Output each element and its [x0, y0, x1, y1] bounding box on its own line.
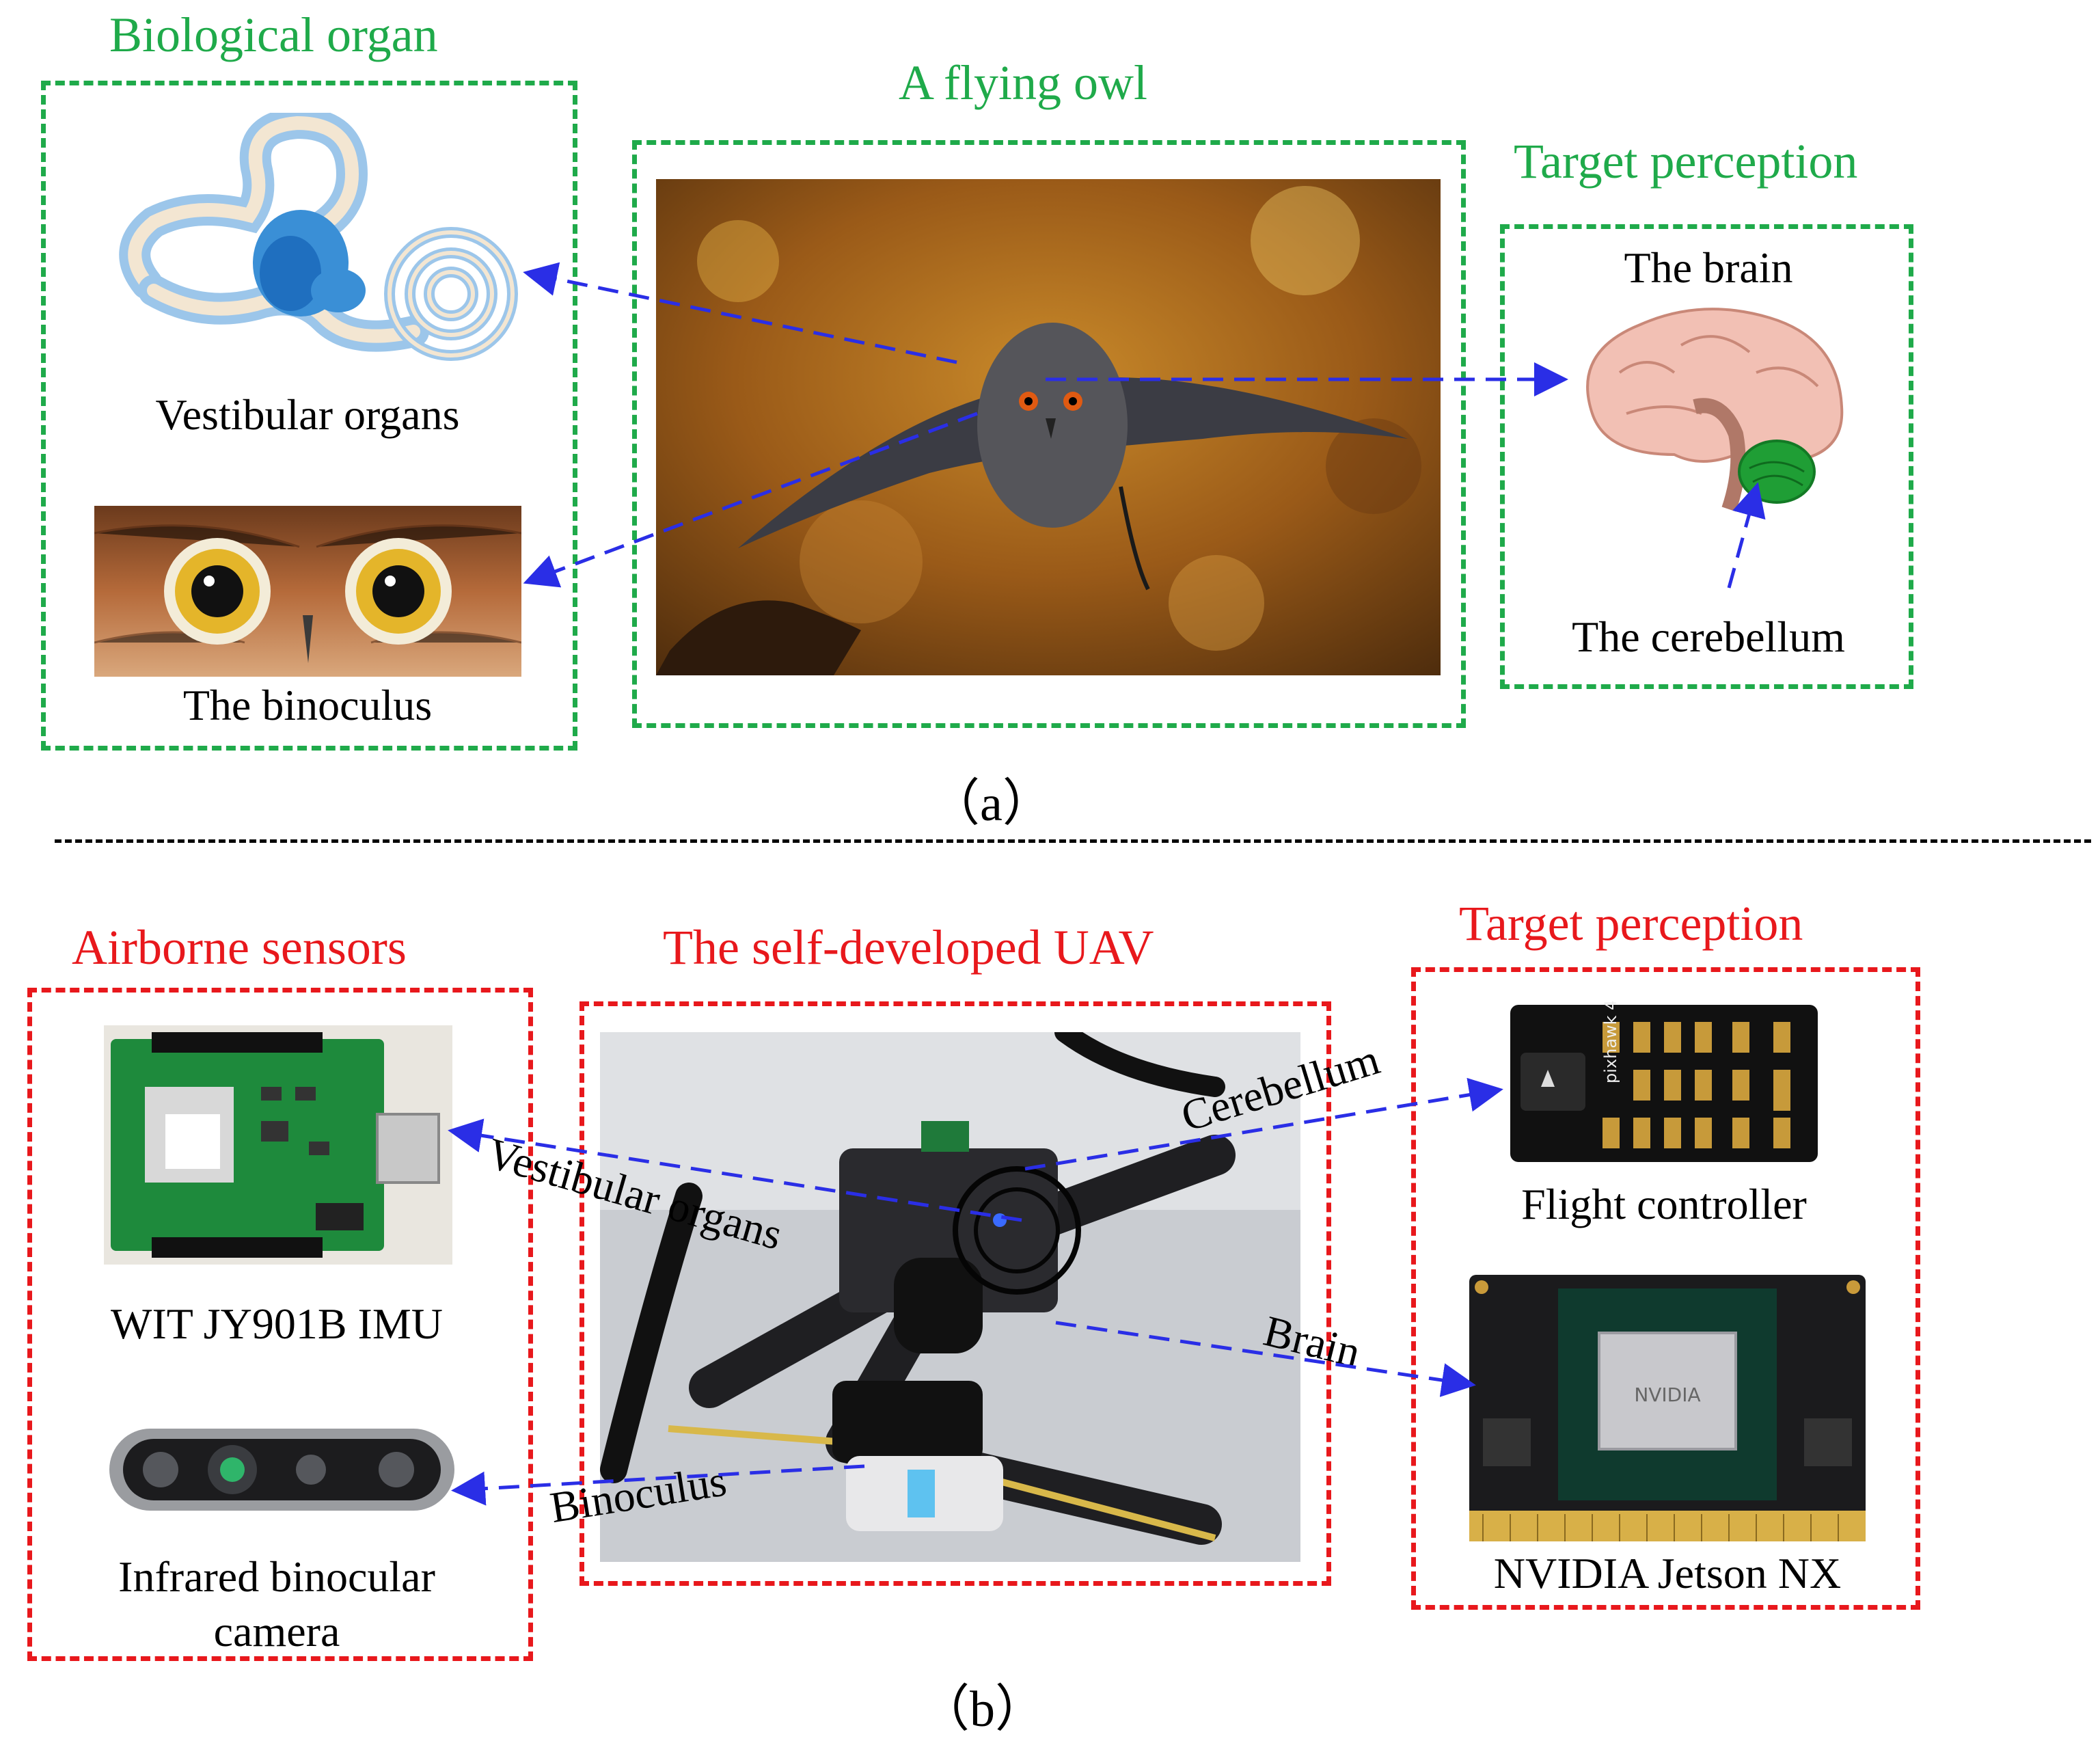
- cerebellum-label: The cerebellum: [1572, 612, 1845, 661]
- airborne-sensors-frame: [27, 988, 533, 1661]
- imu-label: WIT JY901B IMU: [111, 1299, 443, 1348]
- target-perception-title-b: Target perception: [1459, 896, 1803, 951]
- uav-frame: [579, 1001, 1331, 1586]
- biological-organ-title: Biological organ: [109, 8, 438, 62]
- panel-divider: [55, 839, 2091, 843]
- flying-owl-title: A flying owl: [899, 55, 1148, 110]
- target-perception-frame-a: [1500, 224, 1913, 689]
- jetson-board-icon: NVIDIA: [1469, 1275, 1866, 1541]
- stereo-camera-icon: [106, 1422, 458, 1517]
- brain-icon: [1565, 297, 1852, 516]
- uav-title: The self-developed UAV: [663, 920, 1154, 975]
- binoculus-label: The binoculus: [182, 681, 433, 729]
- panel-b-caption: （b）: [919, 1682, 1046, 1738]
- imu-board-icon: [104, 1025, 452, 1265]
- target-perception-title-a: Target perception: [1514, 134, 1858, 189]
- brain-label: The brain: [1624, 243, 1793, 292]
- target-perception-frame-b: [1411, 967, 1920, 1610]
- nvidia-chip-text: NVIDIA: [1634, 1384, 1700, 1406]
- stereo-camera-label-line2: camera: [213, 1607, 340, 1656]
- inner-ear-icon: [92, 113, 523, 383]
- flying-owl-photo: [656, 179, 1441, 675]
- pixhawk-board-text: pixhawk 4: [1601, 1001, 1620, 1083]
- flight-controller-label: Flight controller: [1521, 1180, 1807, 1228]
- jetson-label: NVIDIA Jetson NX: [1493, 1549, 1842, 1597]
- stereo-camera-label-line1: Infrared binocular: [118, 1552, 435, 1601]
- vestibular-organs-label: Vestibular organs: [155, 390, 460, 439]
- airborne-sensors-title: Airborne sensors: [72, 920, 407, 975]
- owl-eyes-icon: [94, 506, 521, 677]
- pixhawk-icon: pixhawk 4: [1507, 1001, 1821, 1165]
- panel-a-caption: （a）: [929, 776, 1053, 832]
